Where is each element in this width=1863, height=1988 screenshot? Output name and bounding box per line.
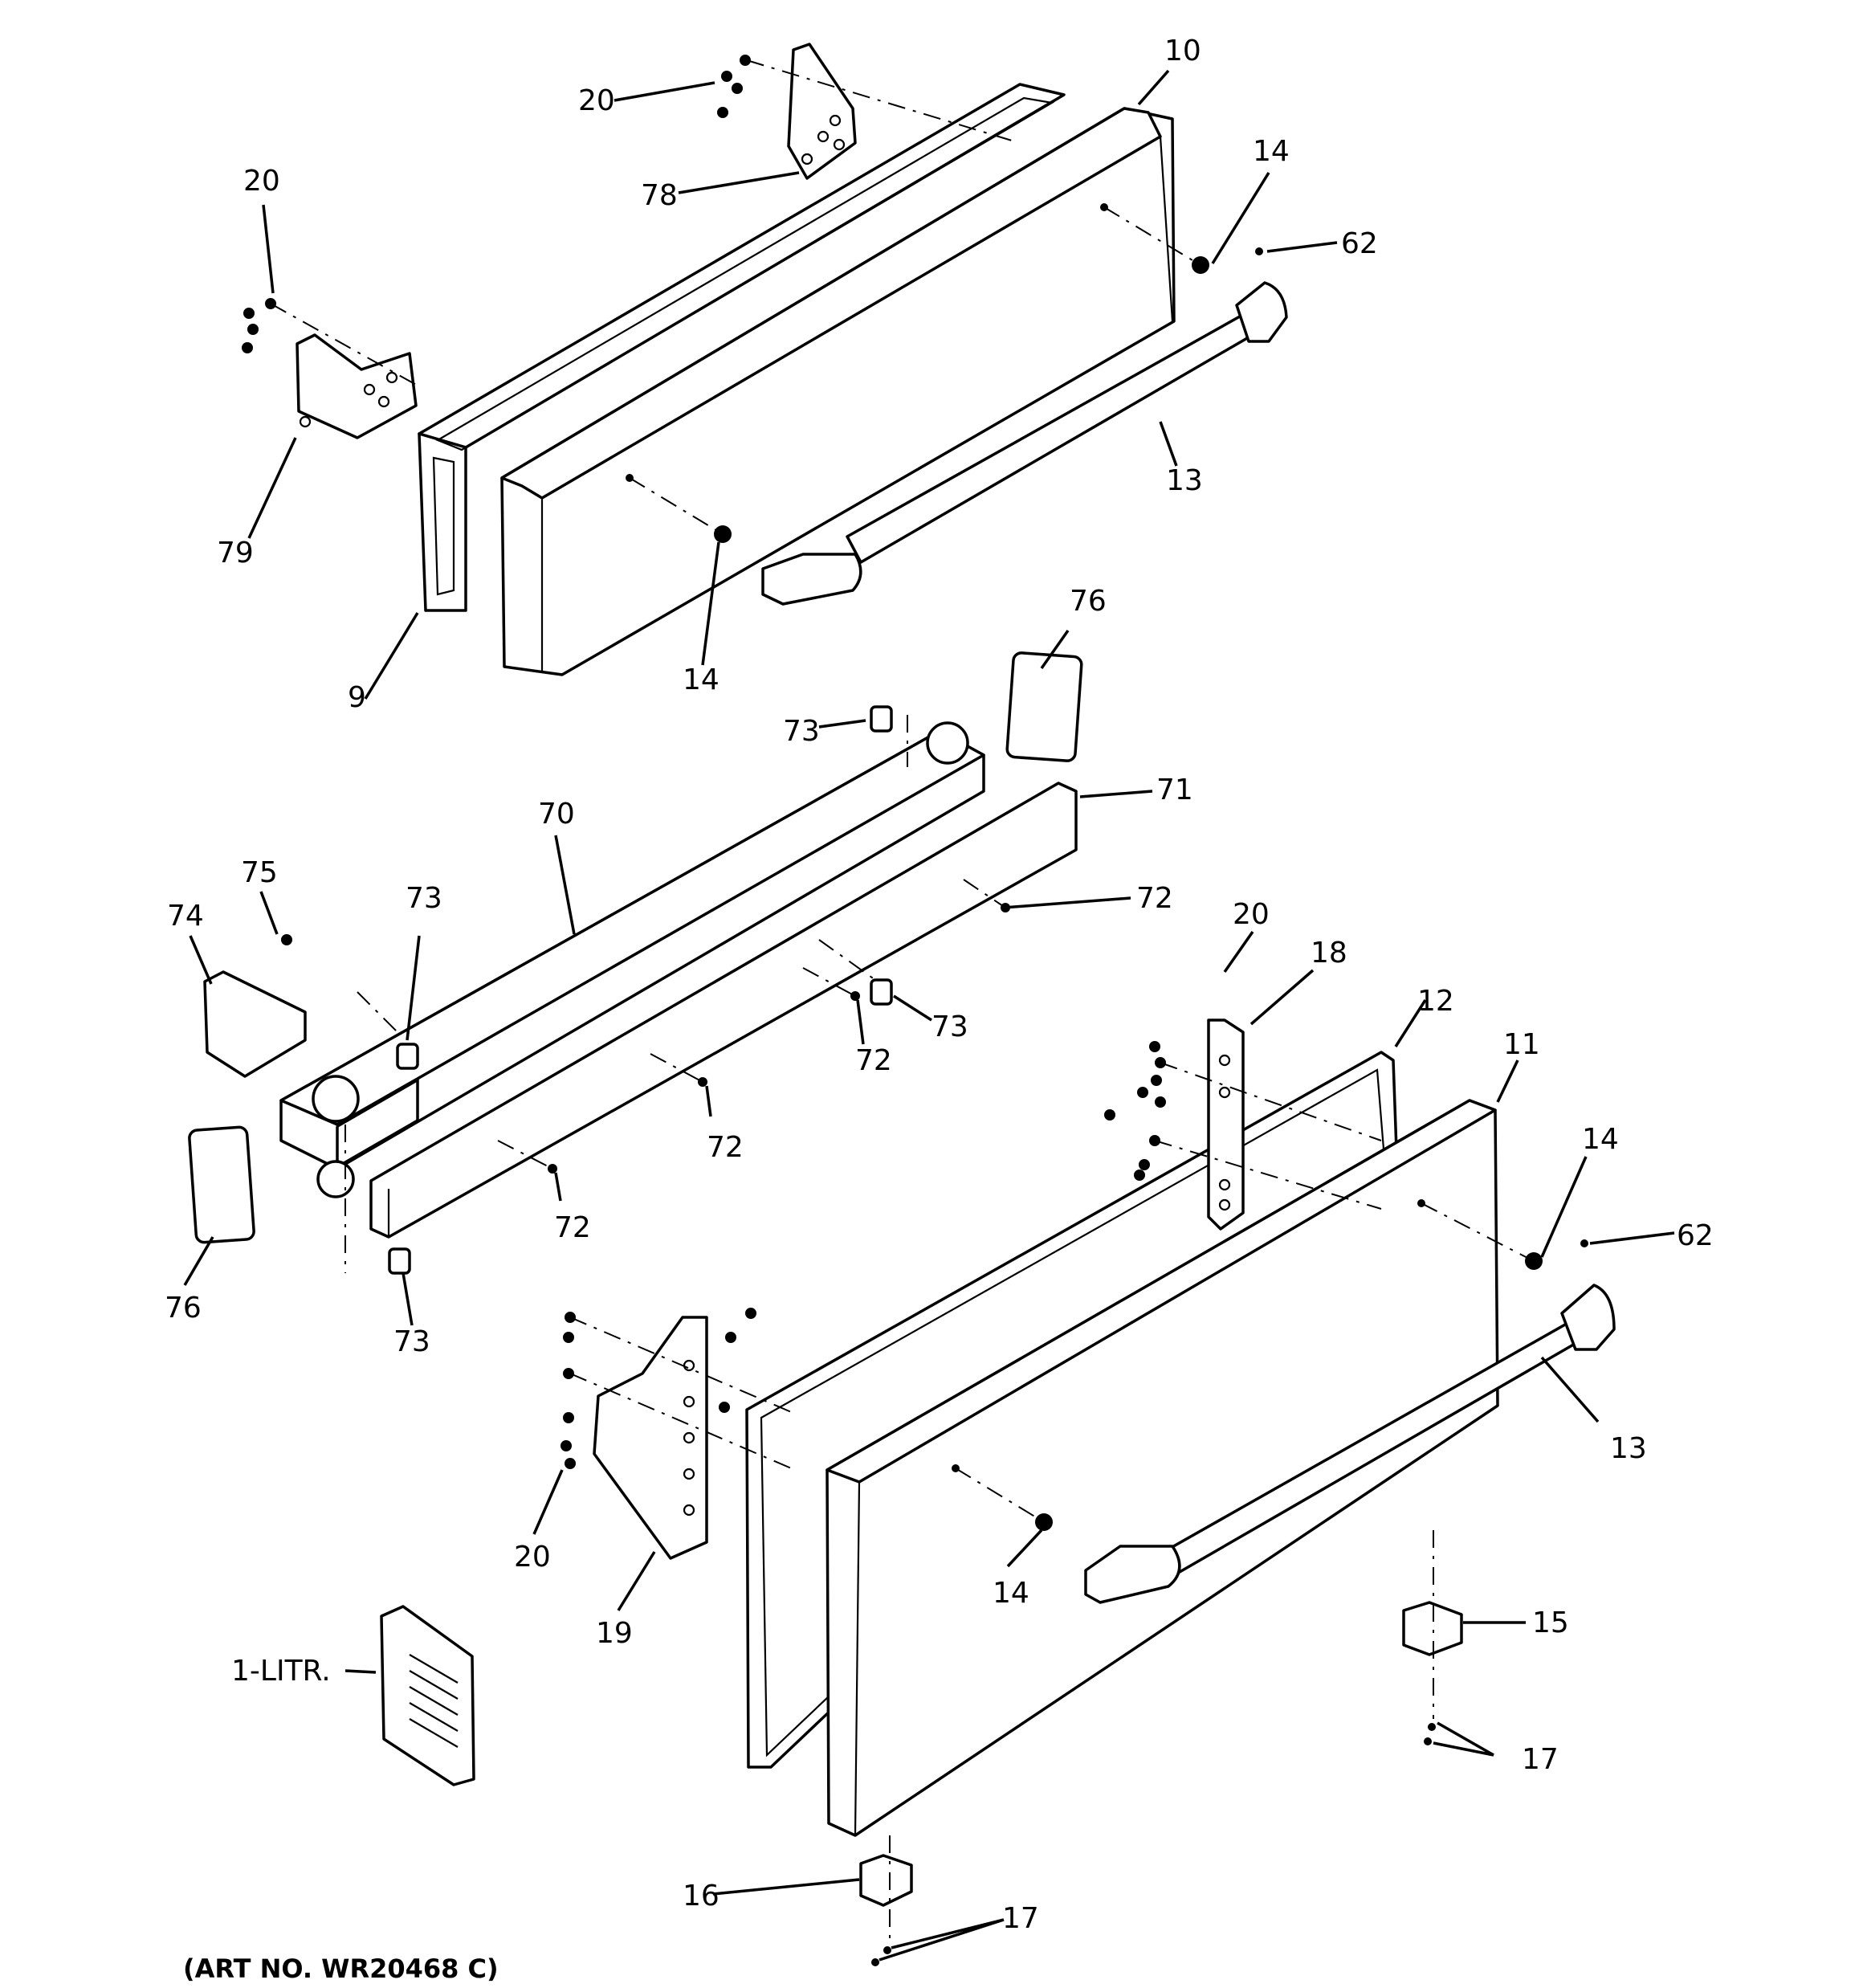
- callout-1-litr: 1-LITR.: [231, 1655, 331, 1688]
- lower-door-handle: [1084, 1284, 1616, 1604]
- callout-17: 17: [1002, 1902, 1039, 1935]
- callout-19: 19: [596, 1617, 633, 1650]
- lower-left-hinge: [593, 1316, 708, 1560]
- callout-75: 75: [241, 856, 278, 889]
- callout-18: 18: [1311, 937, 1347, 970]
- callout-78: 78: [641, 179, 678, 212]
- upper-door-handle: [761, 281, 1288, 606]
- callout-73: 73: [932, 1010, 968, 1043]
- callout-72: 72: [707, 1131, 744, 1164]
- callout-14: 14: [683, 663, 720, 696]
- small-bracket: [203, 970, 307, 1078]
- upper-door-panel: [500, 107, 1176, 676]
- callout-14: 14: [1253, 135, 1290, 168]
- callout-13: 13: [1166, 464, 1203, 497]
- callout-20: 20: [514, 1541, 551, 1574]
- callout-20: 20: [578, 84, 615, 117]
- callout-20: 20: [243, 165, 280, 198]
- callout-76: 76: [165, 1292, 202, 1325]
- callout-14: 14: [1582, 1123, 1619, 1156]
- callout-79: 79: [217, 537, 254, 569]
- lower-right-hinge: [1207, 1018, 1245, 1231]
- callout-14: 14: [993, 1577, 1029, 1610]
- end-caps: [188, 651, 1083, 1244]
- callout-62: 62: [1341, 227, 1378, 260]
- rail-bar: [369, 782, 1078, 1239]
- callout-73: 73: [393, 1325, 430, 1358]
- callout-70: 70: [538, 798, 575, 831]
- callout-10: 10: [1164, 35, 1201, 67]
- upper-right-hinge: [787, 43, 857, 180]
- lower-door-panel: [826, 1099, 1499, 1837]
- callout-12: 12: [1417, 985, 1454, 1018]
- callout-labels: 10 20 78 20 14 62 79 13 9 14 76 73 71 70…: [165, 35, 1714, 1984]
- leader-lines: [183, 69, 1675, 1961]
- callout-72: 72: [855, 1044, 892, 1077]
- callout-71: 71: [1156, 774, 1193, 806]
- rail-frame: [279, 721, 985, 1198]
- callout-9: 9: [348, 681, 366, 714]
- art-number: (ART NO. WR20468 C): [183, 1953, 499, 1984]
- callout-73: 73: [783, 715, 820, 748]
- rail-fasteners: [281, 705, 1010, 1275]
- callout-62: 62: [1677, 1219, 1714, 1252]
- callout-76: 76: [1070, 585, 1107, 618]
- upper-door-gasket: [418, 83, 1066, 612]
- callout-16: 16: [683, 1880, 720, 1912]
- callout-20: 20: [1233, 898, 1270, 931]
- lower-screws: [561, 1041, 1588, 1966]
- assembly-lines: [270, 59, 1535, 1944]
- callout-72: 72: [554, 1211, 591, 1244]
- callout-15: 15: [1532, 1606, 1569, 1639]
- callout-17: 17: [1522, 1743, 1559, 1776]
- callout-72: 72: [1136, 882, 1173, 915]
- callout-74: 74: [167, 900, 204, 933]
- upper-left-hinge: [296, 333, 418, 439]
- callout-73: 73: [406, 882, 442, 915]
- callout-11: 11: [1503, 1028, 1540, 1061]
- callout-13: 13: [1610, 1432, 1647, 1465]
- literature-booklet: [380, 1605, 475, 1786]
- upper-screws: [242, 55, 1263, 543]
- door-feet: [859, 1601, 1463, 1907]
